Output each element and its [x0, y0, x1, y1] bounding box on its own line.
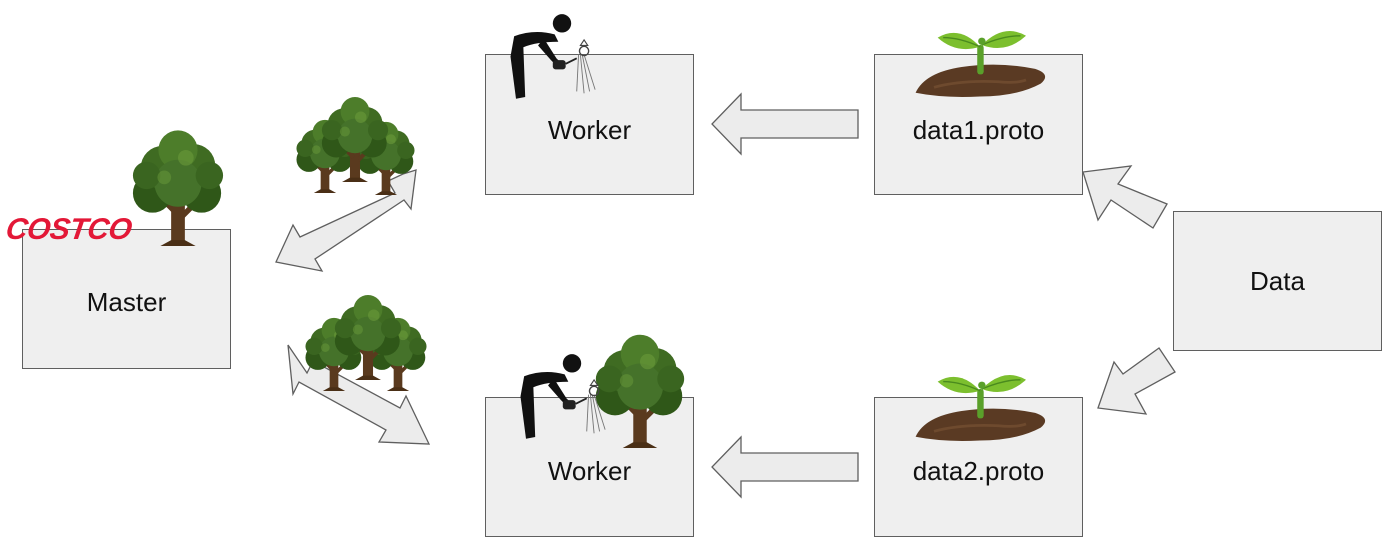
tree-cluster-top-icon	[296, 97, 415, 195]
arrow-master-worker-top	[275, 169, 417, 272]
data-box: Data	[1173, 211, 1382, 351]
tree-cluster-bottom-icon	[305, 295, 427, 391]
worker-bottom-label: Worker	[547, 455, 632, 486]
arrow-data-to-data1	[1082, 165, 1168, 229]
worker-top-box: Worker	[485, 54, 694, 195]
master-box: Master	[22, 229, 231, 369]
arrow-data-to-data2	[1097, 347, 1176, 415]
arrow-master-worker-bottom	[287, 344, 431, 445]
arrow-data2-to-worker	[711, 435, 859, 499]
data-label: Data	[1250, 265, 1305, 296]
worker-bottom-box: Worker	[485, 397, 694, 537]
arrow-data1-to-worker	[711, 92, 859, 156]
data1-label: data1.proto	[912, 115, 1045, 145]
data1-box: data1.proto	[874, 54, 1083, 195]
master-label: Master	[86, 286, 167, 317]
data2-box: data2.proto	[874, 397, 1083, 537]
worker-top-label: Worker	[547, 115, 632, 145]
costco-logo: COSTCO	[3, 213, 134, 246]
data2-label: data2.proto	[912, 455, 1045, 486]
